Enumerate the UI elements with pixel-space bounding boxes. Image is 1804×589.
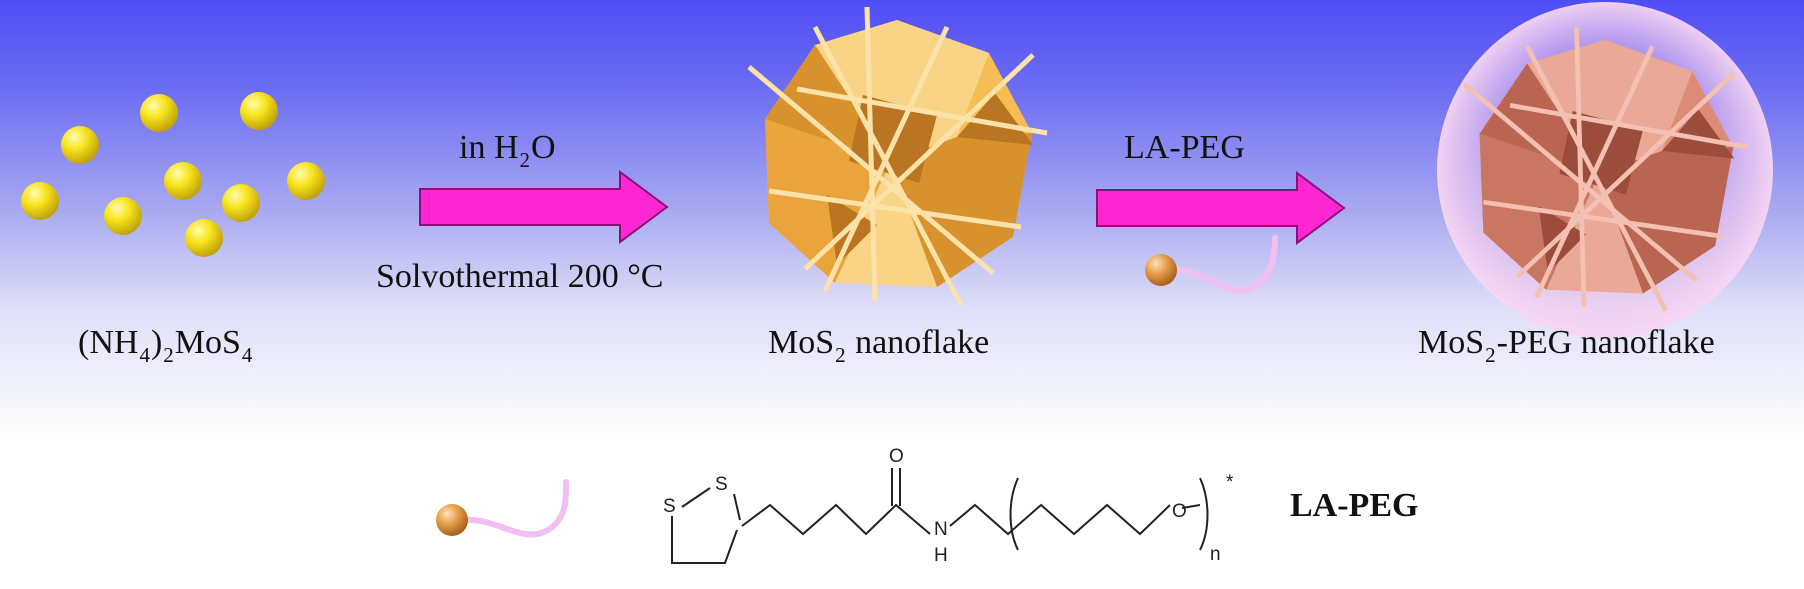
step2-reagent-label: LA-PEG xyxy=(1124,129,1245,166)
atom-s1: S xyxy=(663,496,676,517)
precursor-ball xyxy=(140,94,178,132)
precursor-ball xyxy=(240,92,278,130)
step1-condition-top: in H2O xyxy=(459,129,556,172)
legend-la-peg-label: LA-PEG xyxy=(1290,487,1419,524)
step1-condition-bottom: Solvothermal 200 °C xyxy=(376,258,664,295)
atom-o-ether: O xyxy=(1172,501,1187,522)
end-star: * xyxy=(1226,472,1234,493)
precursor-ball xyxy=(61,126,99,164)
precursor-ball xyxy=(164,162,202,200)
precursor-ball xyxy=(185,219,223,257)
reactant-label: (NH4)2MoS4 xyxy=(78,324,253,367)
la-peg-structure xyxy=(671,468,1209,564)
la-peg-ligand-icon xyxy=(1145,235,1278,294)
reaction-arrow-2 xyxy=(1096,171,1346,245)
precursor-particles xyxy=(21,92,325,257)
precursor-ball xyxy=(21,182,59,220)
repeat-n: n xyxy=(1210,544,1221,565)
atom-h: H xyxy=(934,545,948,566)
atom-o-carbonyl: O xyxy=(889,446,904,467)
atom-s2: S xyxy=(715,474,728,495)
mos2-nanoflake-icon xyxy=(749,7,1047,305)
mos2-peg-nanoflake-icon xyxy=(1437,2,1773,338)
atom-n: N xyxy=(934,519,948,540)
precursor-ball xyxy=(104,197,142,235)
reaction-arrow-1 xyxy=(419,170,669,244)
precursor-ball xyxy=(287,162,325,200)
legend-ligand-icon xyxy=(436,479,570,538)
mos2-nanoflake-label: MoS2 nanoflake xyxy=(768,324,990,367)
precursor-ball xyxy=(222,184,260,222)
mos2-peg-nanoflake-label: MoS2-PEG nanoflake xyxy=(1418,324,1715,367)
